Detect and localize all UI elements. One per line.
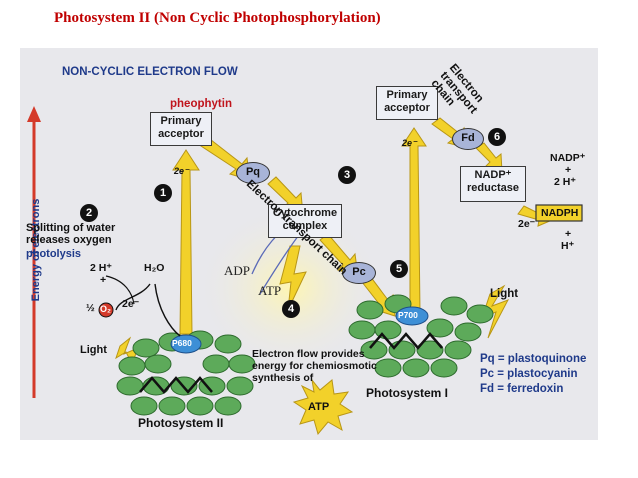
half-label: ½: [86, 302, 95, 314]
atp-overlay-label: ATP: [258, 283, 282, 298]
pq-carrier: Pq: [236, 162, 270, 184]
step-badge-5: 5: [390, 260, 408, 278]
nadp-plus-label: NADP⁺: [550, 152, 586, 164]
p700-disc: [395, 306, 429, 326]
photosystem-1-label: Photosystem I: [366, 386, 449, 400]
splitting-water-text: Splitting of water releases oxygen: [26, 222, 116, 246]
legend: Pq = plastoquinone Pc = plastocyanin Fd …: [480, 352, 586, 397]
step-badge-6: 6: [488, 128, 506, 146]
photolysis-label: photolysis: [26, 248, 82, 260]
p680-label: P680: [172, 338, 192, 348]
p680-disc: [170, 334, 202, 354]
step-badge-4: 4: [282, 300, 300, 318]
two-e-upper-left: 2e⁻: [174, 166, 189, 176]
step-badge-3: 3: [338, 166, 356, 184]
legend-pq: Pq = plastoquinone: [480, 353, 587, 365]
adp-overlay-label: ADP: [224, 263, 251, 278]
two-e-upper-right: 2e⁻: [402, 138, 417, 148]
two-h-plus-right: 2 H⁺: [554, 176, 576, 188]
h-plus-label: H⁺: [561, 240, 575, 252]
cytochrome-complex: Cytochrome complex: [268, 204, 342, 238]
plus-sign-left: +: [100, 274, 107, 286]
primary-acceptor-2: Primary acceptor: [376, 86, 438, 120]
legend-fd: Fd = ferredoxin: [480, 383, 564, 395]
diagram-graphics: [27, 106, 583, 436]
diagram-heading: NON-CYCLIC ELECTRON FLOW: [62, 66, 238, 78]
primary-acceptor-1: Primary acceptor: [150, 112, 212, 146]
step-badge-1: 1: [154, 184, 172, 202]
atp-burst-label: ATP: [308, 401, 330, 413]
energy-axis-arrow: [27, 106, 41, 398]
photosystem-1-discs: [348, 294, 494, 378]
zigzag-ps1: [369, 332, 443, 350]
two-e-label: 2e⁻: [518, 218, 536, 230]
water-split-arrow: [115, 283, 151, 311]
plus-sign-right-2: +: [565, 228, 572, 240]
h2o-label: H₂O: [144, 262, 165, 274]
nadp-reductase: NADP⁺ reductase: [460, 166, 526, 202]
plus-sign-right-1: +: [565, 164, 572, 176]
fd-carrier: Fd: [452, 128, 484, 150]
pheophytin-label: pheophytin: [170, 98, 232, 110]
slide-title: Photosystem II (Non Cyclic Photophosphor…: [54, 10, 381, 26]
step-badge-2: 2: [80, 204, 98, 222]
light-left-label: Light: [80, 344, 107, 356]
photosystem-2-label: Photosystem II: [138, 416, 224, 430]
diagram-panel: NON-CYCLIC ELECTRON FLOW Energy of elect…: [20, 48, 598, 440]
p700-label: P700: [398, 310, 418, 320]
legend-pc: Pc = plastocyanin: [480, 368, 578, 380]
two-e-left-label: 2e⁻: [122, 298, 140, 310]
zigzag-ps2: [139, 376, 213, 394]
pc-carrier: Pc: [342, 262, 376, 284]
nadph-box: [535, 204, 583, 222]
two-h-plus-left: 2 H⁺: [90, 262, 112, 274]
o2-circle: [98, 302, 114, 318]
electron-flow-text: Electron flow provides energy for chemio…: [252, 348, 377, 384]
nadph-label: NADPH: [541, 207, 579, 219]
o2-label: O₂: [100, 304, 111, 314]
light-right-label: Light: [490, 288, 519, 300]
